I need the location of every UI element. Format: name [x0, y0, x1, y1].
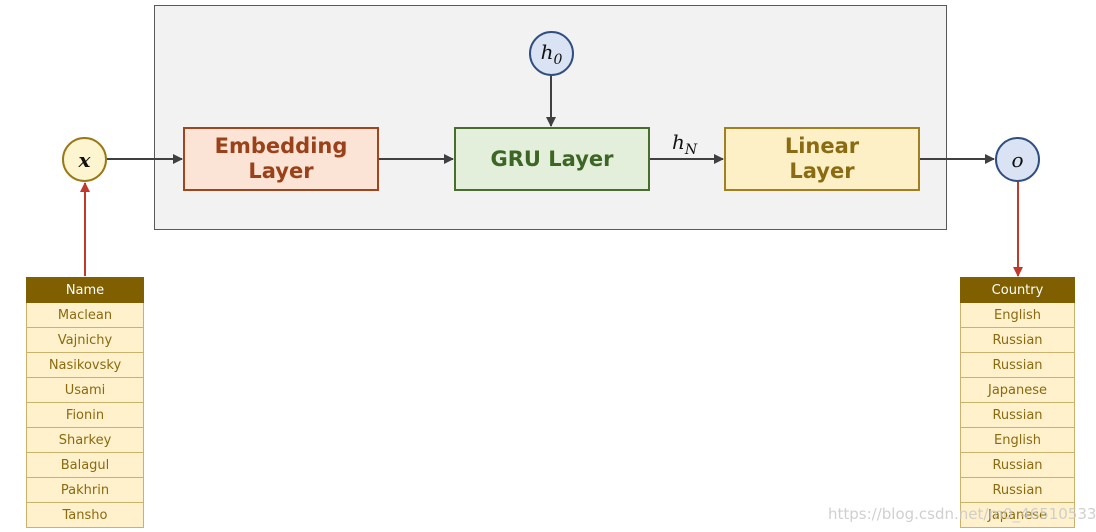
- table-row: Russian: [960, 352, 1075, 378]
- hidden-init-sub: 0: [553, 51, 563, 68]
- country-cell: Japanese: [960, 502, 1075, 528]
- name-cell: Pakhrin: [26, 477, 144, 503]
- name-table-header: Name: [26, 277, 144, 303]
- embedding-layer-box: Embedding Layer: [183, 127, 379, 191]
- table-row: Nasikovsky: [26, 352, 144, 378]
- name-cell: Nasikovsky: [26, 352, 144, 378]
- hidden-init-label: h0: [541, 40, 563, 68]
- embedding-layer-label-line2: Layer: [248, 159, 314, 183]
- hidden-final-base: h: [672, 130, 685, 154]
- linear-layer-label-line2: Layer: [789, 159, 855, 183]
- name-cell: Vajnichy: [26, 327, 144, 353]
- hidden-final-sub: N: [684, 142, 698, 158]
- table-row: Fionin: [26, 402, 144, 428]
- table-row: Maclean: [26, 302, 144, 328]
- name-cell: Balagul: [26, 452, 144, 478]
- table-row: Japanese: [960, 377, 1075, 403]
- name-table: Name Maclean Vajnichy Nasikovsky Usami F…: [26, 277, 144, 528]
- table-row: Usami: [26, 377, 144, 403]
- input-node-label: x: [78, 147, 91, 172]
- embedding-layer-label-line1: Embedding: [214, 134, 348, 158]
- table-row: Japanese: [960, 502, 1075, 528]
- watermark: https://blog.csdn.net/m0_46510533: [828, 505, 1096, 523]
- gru-layer-label: GRU Layer: [490, 146, 614, 171]
- name-cell: Usami: [26, 377, 144, 403]
- country-cell: Russian: [960, 327, 1075, 353]
- table-row: Tansho: [26, 502, 144, 528]
- country-cell: English: [960, 427, 1075, 453]
- table-row: Russian: [960, 327, 1075, 353]
- country-cell: Russian: [960, 452, 1075, 478]
- output-node: o: [995, 137, 1040, 182]
- table-row: Sharkey: [26, 427, 144, 453]
- hidden-final-label: hN: [672, 130, 697, 158]
- linear-layer-box: Linear Layer: [724, 127, 920, 191]
- country-table-header: Country: [960, 277, 1075, 303]
- table-row: Pakhrin: [26, 477, 144, 503]
- country-cell: Russian: [960, 477, 1075, 503]
- input-node: x: [62, 137, 107, 182]
- gru-layer-box: GRU Layer: [454, 127, 650, 191]
- country-cell: Russian: [960, 352, 1075, 378]
- name-cell: Tansho: [26, 502, 144, 528]
- country-cell: Russian: [960, 402, 1075, 428]
- country-table: Country English Russian Russian Japanese…: [960, 277, 1075, 528]
- table-row: Balagul: [26, 452, 144, 478]
- country-cell: English: [960, 302, 1075, 328]
- table-row: English: [960, 427, 1075, 453]
- country-cell: Japanese: [960, 377, 1075, 403]
- linear-layer-label-line1: Linear: [784, 134, 860, 158]
- table-row: English: [960, 302, 1075, 328]
- table-row: Russian: [960, 477, 1075, 503]
- hidden-init-base: h: [540, 39, 554, 64]
- name-cell: Fionin: [26, 402, 144, 428]
- table-row: Vajnichy: [26, 327, 144, 353]
- name-cell: Sharkey: [26, 427, 144, 453]
- name-cell: Maclean: [26, 302, 144, 328]
- table-row: Russian: [960, 452, 1075, 478]
- output-node-label: o: [1011, 147, 1024, 172]
- table-row: Russian: [960, 402, 1075, 428]
- hidden-init-node: h0: [529, 31, 574, 76]
